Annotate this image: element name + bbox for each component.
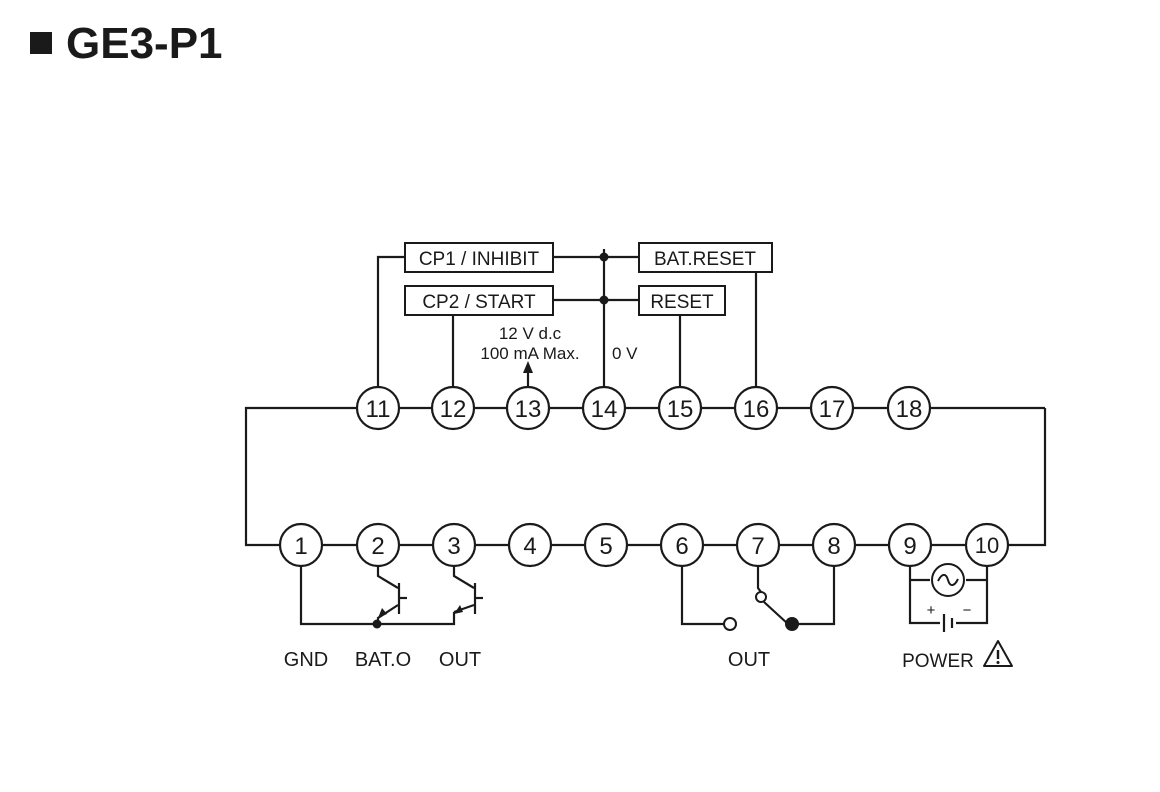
- zero-volt-label: 0 V: [612, 344, 638, 363]
- terminal-14: 14: [581, 385, 627, 431]
- supply-voltage-label: 12 V d.c: [499, 324, 562, 343]
- svg-text:1: 1: [294, 533, 307, 560]
- terminal-7: 7: [735, 522, 781, 568]
- svg-text:11: 11: [366, 396, 391, 423]
- box-bat-reset: BAT.RESET: [638, 242, 773, 273]
- junction-dot: [599, 252, 609, 262]
- polarity-minus-label: −: [963, 602, 972, 619]
- terminal-17: 17: [809, 385, 855, 431]
- svg-text:4: 4: [523, 533, 536, 560]
- terminal-10: 10: [964, 522, 1010, 568]
- svg-text:CP1 / INHIBIT: CP1 / INHIBIT: [419, 249, 540, 270]
- relay-nc-contact-icon: [723, 617, 737, 631]
- svg-text:CP2 / START: CP2 / START: [422, 292, 536, 313]
- box-reset: RESET: [638, 285, 726, 316]
- relay-no-contact-icon: [785, 617, 799, 631]
- terminal-1: 1: [278, 522, 324, 568]
- svg-text:16: 16: [743, 396, 770, 423]
- svg-text:BAT.RESET: BAT.RESET: [654, 249, 756, 270]
- svg-text:18: 18: [896, 396, 923, 423]
- title-bullet-icon: [30, 32, 52, 54]
- base-outline: [244, 406, 1047, 547]
- svg-text:6: 6: [675, 533, 688, 560]
- transistor-output-wiring: [299, 566, 483, 629]
- svg-text:14: 14: [591, 396, 618, 423]
- svg-text:15: 15: [667, 396, 694, 423]
- page-title: GE3-P1: [30, 22, 223, 66]
- transistor-emitter-arrow-icon: [378, 608, 387, 618]
- terminal-2: 2: [355, 522, 401, 568]
- warning-triangle-icon: [983, 640, 1013, 667]
- svg-text:13: 13: [515, 396, 542, 423]
- supply-current-label: 100 mA Max.: [480, 344, 579, 363]
- svg-text:3: 3: [447, 533, 460, 560]
- junction-dot: [599, 295, 609, 305]
- svg-text:7: 7: [751, 533, 764, 560]
- svg-text:9: 9: [903, 533, 916, 560]
- box-cp1-inhibit: CP1 / INHIBIT: [404, 242, 554, 273]
- terminal-9: 9: [887, 522, 933, 568]
- transistor-emitter-arrow-icon: [454, 605, 463, 614]
- relay-output-wiring: [680, 566, 836, 631]
- terminal-5: 5: [583, 522, 629, 568]
- arrow-up-icon: [523, 361, 533, 373]
- svg-text:10: 10: [975, 533, 999, 558]
- svg-text:17: 17: [819, 396, 846, 423]
- box-cp2-start: CP2 / START: [404, 285, 554, 316]
- terminal-3: 3: [431, 522, 477, 568]
- svg-text:5: 5: [599, 533, 612, 560]
- label-out-relay: OUT: [728, 649, 770, 671]
- label-power: POWER: [902, 651, 974, 672]
- terminal-11: 11: [355, 385, 401, 431]
- power-supply-wiring: + −: [908, 563, 989, 633]
- svg-text:12: 12: [440, 396, 467, 423]
- terminal-15: 15: [657, 385, 703, 431]
- label-gnd: GND: [284, 649, 328, 671]
- title-text: GE3-P1: [66, 19, 223, 68]
- polarity-plus-label: +: [927, 602, 936, 619]
- svg-text:2: 2: [371, 533, 384, 560]
- terminal-12: 12: [430, 385, 476, 431]
- label-bat-o: BAT.O: [355, 649, 411, 671]
- terminal-16: 16: [733, 385, 779, 431]
- svg-text:8: 8: [827, 533, 840, 560]
- svg-text:RESET: RESET: [650, 292, 714, 313]
- terminal-8: 8: [811, 522, 857, 568]
- terminal-18: 18: [886, 385, 932, 431]
- input-wiring: [376, 249, 758, 387]
- terminal-4: 4: [507, 522, 553, 568]
- terminal-6: 6: [659, 522, 705, 568]
- relay-common-pivot-icon: [755, 591, 767, 603]
- label-out-transistor: OUT: [439, 649, 481, 671]
- terminal-13: 13: [505, 385, 551, 431]
